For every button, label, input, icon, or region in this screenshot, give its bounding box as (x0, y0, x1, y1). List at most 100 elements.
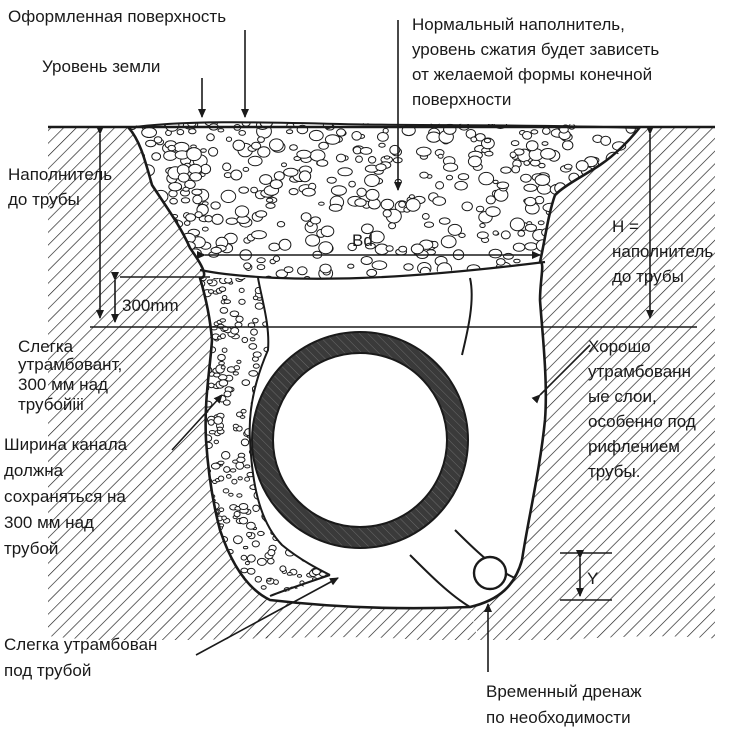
gravel-stone (250, 328, 258, 336)
gravel-stone (176, 129, 185, 136)
gravel-stone (398, 200, 407, 208)
gravel-stone (359, 147, 373, 155)
gravel-stone (494, 276, 502, 279)
gravel-stone (364, 174, 380, 187)
gravel-stone (331, 584, 335, 588)
well-compacted-4: особенно под (588, 412, 696, 431)
temp-drain-1: Временный дренаж (486, 682, 642, 701)
gravel-stone (254, 576, 262, 583)
gravel-stone (223, 299, 232, 305)
gravel-stone (320, 309, 330, 318)
gravel-stone (287, 539, 293, 544)
gravel-stone (164, 122, 180, 132)
dimension-lines (90, 126, 697, 601)
gravel-stone (257, 136, 265, 143)
gravel-stone (268, 242, 281, 252)
gravel-stone (311, 334, 318, 340)
gravel-stone (485, 206, 501, 218)
gravel-stone (276, 221, 286, 228)
gravel-stone (191, 188, 203, 196)
gravel-stone (242, 545, 249, 550)
gravel-stone (575, 160, 589, 172)
lightly-compacted-above-3: 300 мм над (18, 375, 108, 394)
gravel-stone (225, 136, 233, 142)
gravel-stone (210, 246, 222, 254)
well-compacted-3: ые слои, (588, 387, 657, 406)
gravel-stone (279, 528, 287, 533)
gravel-stone (208, 382, 215, 389)
gravel-stone (297, 266, 308, 276)
gravel-stone (600, 135, 612, 146)
gravel-stone (221, 295, 228, 300)
lightly-compacted-above-2: утрамбовант, (18, 355, 122, 374)
gravel-stone (496, 181, 510, 190)
gravel-stone (360, 256, 373, 265)
gravel-stone (500, 166, 512, 174)
gravel-stone (238, 130, 246, 136)
gravel-stone (226, 474, 232, 479)
gravel-stone (177, 172, 190, 183)
gravel-stone (305, 234, 321, 247)
gravel-stone (192, 194, 203, 205)
gravel-stone (512, 242, 526, 252)
gravel-stone (600, 122, 607, 125)
well-compacted-arrow (531, 344, 591, 404)
gravel-stone (240, 438, 250, 447)
gravel-stone (322, 558, 330, 564)
gravel-stone (356, 187, 367, 198)
gravel-stone (236, 456, 246, 463)
gravel-stone (522, 131, 533, 140)
gravel-stone (492, 230, 499, 236)
gravel-stone (208, 147, 219, 157)
gravel-stone (273, 296, 281, 302)
leader-arrows (171, 20, 591, 672)
finished-surface-line (127, 121, 641, 129)
gravel-stone (208, 289, 214, 294)
temp-drain-2: по необходимости (486, 708, 631, 727)
gravel-stone (168, 182, 183, 192)
gravel-stone (167, 144, 176, 152)
gravel-stone (220, 189, 237, 203)
gravel-stone (260, 585, 267, 590)
gravel-stone (225, 217, 239, 225)
gravel-stone (268, 296, 278, 303)
gravel-stone (182, 186, 190, 192)
gravel-stone (201, 226, 209, 232)
h-fill-label-3: до трубы (612, 267, 684, 286)
gravel-stone (252, 504, 260, 512)
gravel-stone (299, 586, 309, 594)
gravel-stone (327, 320, 330, 326)
gravel-stone (256, 557, 267, 566)
gravel-stone (527, 264, 539, 274)
gravel-stone (241, 379, 251, 387)
gravel-stone (238, 516, 249, 525)
lightly-compacted-above-4: трубойiii (18, 395, 84, 414)
gravel-stone (510, 140, 520, 147)
gravel-stone (222, 162, 232, 172)
haunch-arrow (195, 577, 339, 656)
gravel-stone (408, 194, 415, 199)
gravel-stone (269, 179, 283, 190)
gravel-stone (447, 223, 463, 236)
gravel-stone (284, 330, 293, 338)
gravel-stone (255, 210, 268, 218)
gravel-stone (246, 554, 256, 563)
gravel-stone (285, 537, 294, 543)
normal-fill-label-1: Нормальный наполнитель, (412, 15, 625, 34)
gravel-stone (218, 379, 229, 387)
gravel-stone (515, 265, 526, 275)
gravel-stone (423, 221, 435, 228)
gravel-stone (471, 276, 484, 279)
gravel-stone (206, 133, 215, 142)
gravel-stone (538, 162, 546, 169)
gravel-stone (286, 129, 294, 135)
gravel-stone (525, 140, 539, 152)
gravel-stone (318, 201, 325, 206)
h-fill-label-1: H = (612, 217, 639, 236)
gravel-stone (403, 263, 414, 271)
gravel-stone (382, 209, 392, 218)
gravel-stone (208, 430, 216, 435)
gravel-stone (145, 139, 157, 148)
gravel-stone (455, 272, 464, 279)
